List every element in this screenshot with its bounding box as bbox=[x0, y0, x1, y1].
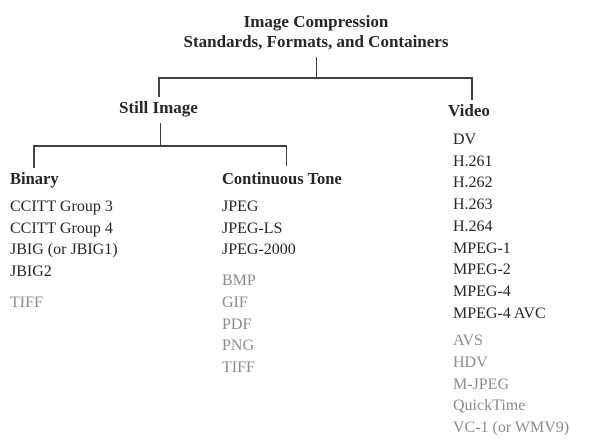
group-label-binary: Binary bbox=[10, 169, 59, 188]
list-item: HDV bbox=[453, 354, 488, 372]
title-line2: Standards, Formats, and Containers bbox=[183, 32, 449, 51]
list-item: PDF bbox=[222, 315, 252, 333]
list-item: JBIG2 bbox=[10, 263, 52, 281]
title-line1: Image Compression bbox=[243, 12, 389, 31]
list-item: DV bbox=[453, 131, 477, 148]
branch-label-still-image: Still Image bbox=[119, 98, 198, 117]
group-label-continuous-tone: Continuous Tone bbox=[222, 169, 342, 188]
list-item: JBIG (or JBIG1) bbox=[10, 241, 118, 259]
video-list: DV H.261 H.262 H.263 H.264 MPEG-1 MPEG-2… bbox=[453, 129, 569, 439]
list-item: CCITT Group 3 bbox=[10, 198, 113, 215]
list-item: AVS bbox=[453, 332, 483, 350]
list-item: JPEG-LS bbox=[222, 219, 283, 237]
list-item: MPEG-4 bbox=[453, 282, 511, 300]
list-item: JPEG-2000 bbox=[222, 241, 296, 259]
list-item: H.264 bbox=[453, 217, 493, 235]
list-item: QuickTime bbox=[453, 397, 526, 415]
list-item: MPEG-1 bbox=[453, 239, 511, 257]
list-item: JPEG bbox=[222, 198, 259, 215]
list-item: H.261 bbox=[453, 152, 493, 170]
list-item: M-JPEG bbox=[453, 375, 510, 393]
list-item: TIFF bbox=[222, 358, 255, 376]
list-item: VC-1 (or WMV9) bbox=[453, 419, 570, 437]
list-item: BMP bbox=[222, 272, 256, 290]
list-item: MPEG-4 AVC bbox=[453, 304, 546, 322]
connector-drop-still-image bbox=[158, 77, 160, 97]
list-item: TIFF bbox=[10, 293, 43, 311]
connector-drop-video bbox=[471, 77, 473, 100]
list-item: MPEG-2 bbox=[453, 261, 511, 279]
list-item: PNG bbox=[222, 337, 255, 355]
diagram-title: Image Compression Standards, Formats, an… bbox=[66, 12, 566, 52]
connector-still-image-stem bbox=[159, 123, 161, 146]
connector-title-stem bbox=[315, 57, 317, 78]
binary-list: CCITT Group 3 CCITT Group 4 JBIG (or JBI… bbox=[10, 196, 118, 314]
connector-drop-binary bbox=[33, 145, 35, 168]
list-item: H.262 bbox=[453, 174, 493, 192]
list-item: H.263 bbox=[453, 196, 493, 214]
list-item: GIF bbox=[222, 293, 248, 311]
connector-level1-horizontal bbox=[158, 77, 473, 79]
branch-label-video: Video bbox=[448, 101, 490, 120]
continuous-tone-list: JPEG JPEG-LS JPEG-2000 BMP GIF PDF PNG T… bbox=[222, 196, 296, 379]
connector-level2-horizontal bbox=[33, 145, 287, 147]
list-item: CCITT Group 4 bbox=[10, 219, 113, 237]
connector-drop-continuous-tone bbox=[285, 145, 287, 166]
